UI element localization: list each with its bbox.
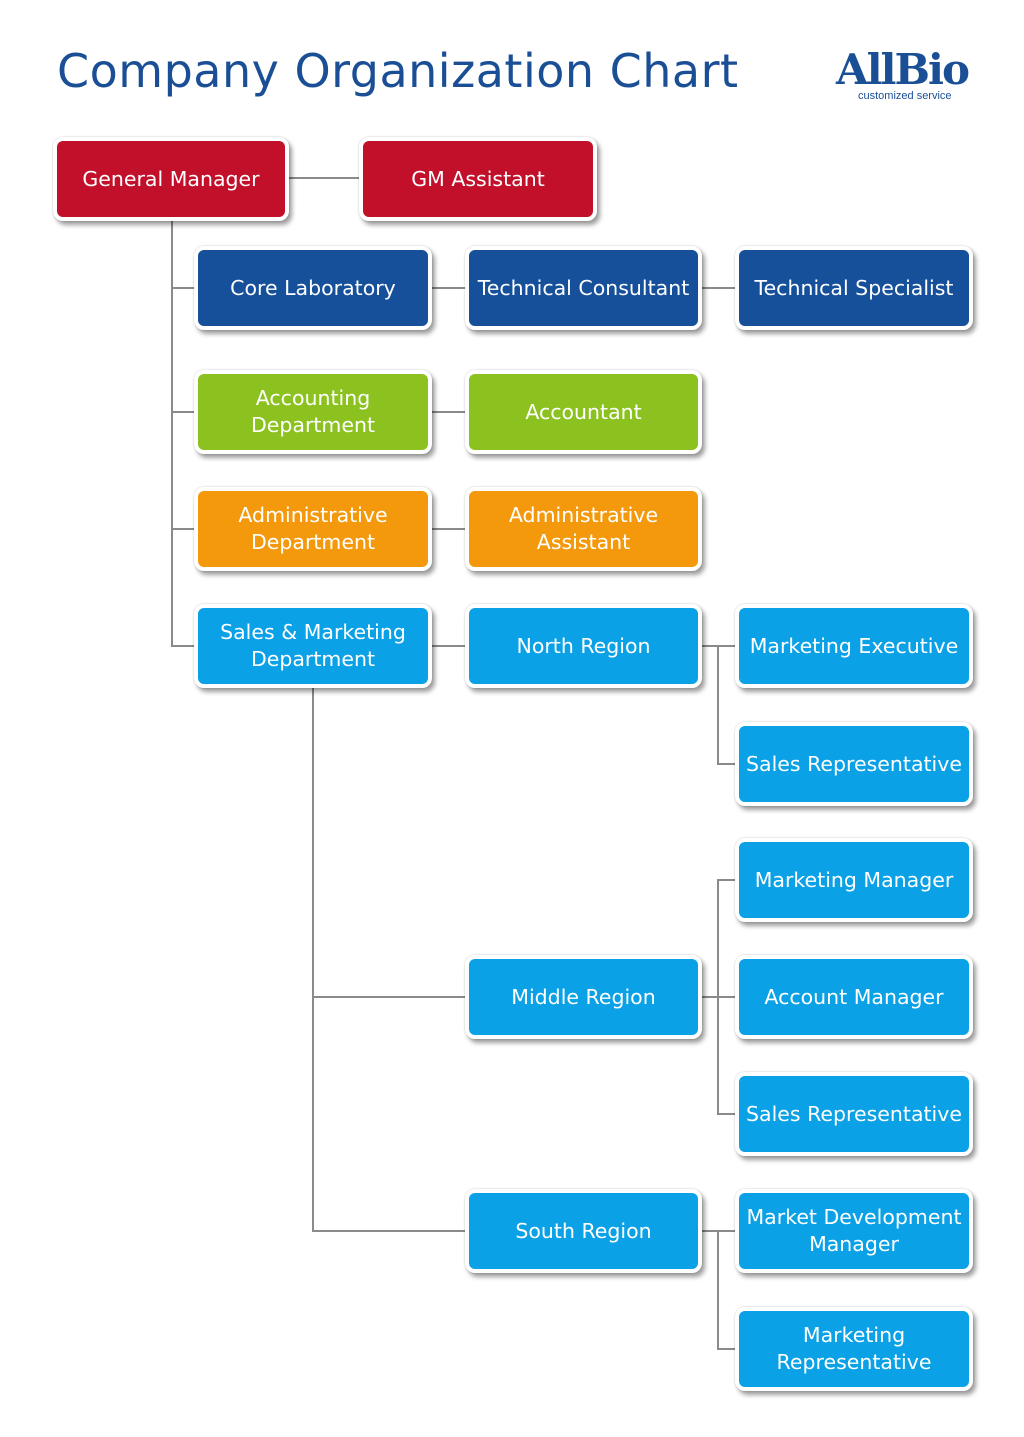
south-region-box: South Region <box>465 1189 702 1273</box>
logo-tagline: customized service <box>858 90 952 102</box>
south-market-development-manager-box: Market Development Manager <box>735 1189 973 1273</box>
core-laboratory-box: Core Laboratory <box>194 246 432 330</box>
administrative-department-box: Administrative Department <box>194 487 432 571</box>
north-region-box: North Region <box>465 604 702 688</box>
north-sales-representative-box: Sales Representative <box>735 722 973 806</box>
middle-region-box: Middle Region <box>465 955 702 1039</box>
allbio-logo: AllBio customized service <box>836 48 976 108</box>
administrative-assistant-box: Administrative Assistant <box>465 487 702 571</box>
middle-account-manager-box: Account Manager <box>735 955 973 1039</box>
technical-consultant-box: Technical Consultant <box>465 246 702 330</box>
gm-assistant-box: GM Assistant <box>359 137 597 221</box>
page-title: Company Organization Chart <box>57 44 739 98</box>
sales-marketing-department-box: Sales & Marketing Department <box>194 604 432 688</box>
middle-marketing-manager-box: Marketing Manager <box>735 838 973 922</box>
technical-specialist-box: Technical Specialist <box>735 246 973 330</box>
logo-wordmark: AllBio <box>836 45 970 94</box>
accounting-department-box: Accounting Department <box>194 370 432 454</box>
north-marketing-executive-box: Marketing Executive <box>735 604 973 688</box>
accountant-box: Accountant <box>465 370 702 454</box>
general-manager-box: General Manager <box>53 137 289 221</box>
south-marketing-representative-box: Marketing Representative <box>735 1307 973 1391</box>
middle-sales-representative-box: Sales Representative <box>735 1072 973 1156</box>
